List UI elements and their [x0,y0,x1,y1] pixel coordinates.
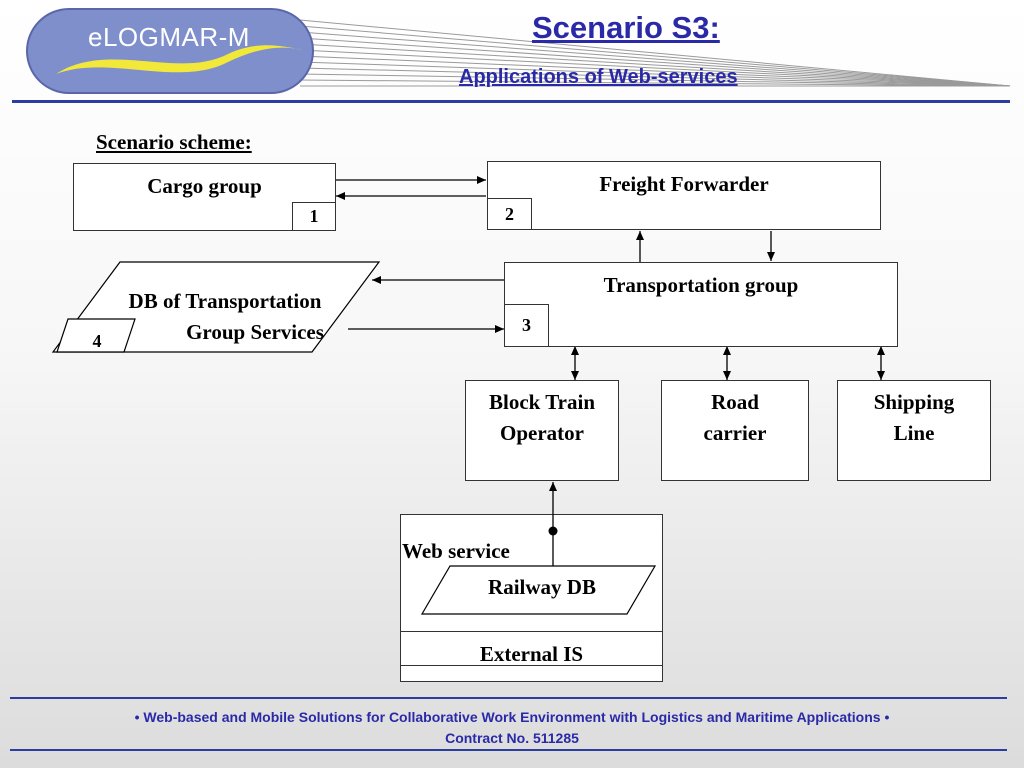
shipping-line-label: Shipping Line [837,387,991,449]
road-carrier-label: Road carrier [661,387,809,449]
block-train-line1: Block Train [489,390,595,414]
logo-wave [56,45,303,74]
header-decoration [299,19,1011,87]
header-rule [12,100,1010,103]
road-carrier-line2: carrier [703,421,767,445]
web-service-label: Web service [402,539,510,563]
shipping-line-box [837,380,991,481]
db-transport-number: 4 [92,331,102,351]
db-transport-line1: DB of Transportation [128,289,322,313]
db-transport-line2: Group Services [186,320,324,344]
footer-rule-bottom [10,749,1007,751]
shipping-line-line1: Shipping [873,390,955,414]
footer-text: • Web-based and Mobile Solutions for Col… [40,707,984,749]
freight-forwarder-number: 2 [487,198,532,230]
block-train-label: Block Train Operator [465,387,619,449]
cargo-group-number: 1 [292,202,336,231]
db-transport-label: DB of Transportation Group Services [90,286,360,348]
transportation-group-label: Transportation group [603,273,799,297]
db-number-box [56,318,136,353]
transportation-group-number: 3 [504,304,549,347]
web-service-dot [548,526,558,536]
road-carrier-box [661,380,809,481]
external-is-label: External IS [479,642,584,666]
block-train-box [465,380,619,481]
transportation-group-box [504,262,898,347]
freight-forwarder-box [487,161,881,230]
logo-text: eLOGMAR-M [88,22,250,52]
road-carrier-line1: Road [711,390,759,414]
external-is-divider-bottom [400,665,663,666]
footer-line1: • Web-based and Mobile Solutions for Col… [134,709,890,725]
page-title: Scenario S3: [532,10,720,45]
page-subtitle: Applications of Web-services [459,66,738,88]
block-train-line2: Operator [500,421,584,445]
footer-rule-top [10,697,1007,699]
shipping-line-line2: Line [893,421,935,445]
footer-line2: Contract No. 511285 [445,730,579,746]
cargo-group-label: Cargo group [147,174,262,198]
railway-db-parallelogram [420,565,657,615]
logo: eLOGMAR-M [26,8,314,94]
scheme-label: Scenario scheme: [96,130,252,154]
railway-db-label: Railway DB [488,575,596,599]
freight-forwarder-label: Freight Forwarder [599,172,769,196]
external-is-divider-top [400,631,663,632]
